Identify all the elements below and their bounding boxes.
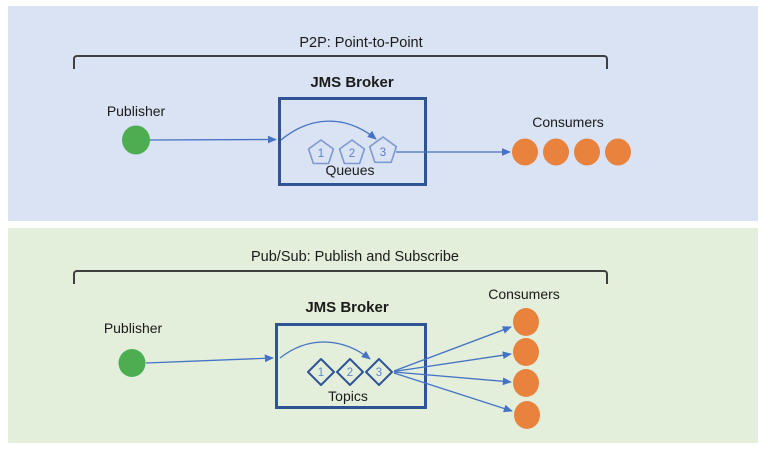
- topic-1-diamond: [307, 358, 335, 386]
- pubsub-publisher-circle: [118, 349, 146, 377]
- pubsub-internal-routing-arrow: [279, 341, 371, 360]
- pubsub-topics-label: Topics: [328, 388, 368, 404]
- pubsub-consumer-circle-1: [513, 308, 539, 336]
- p2p-publisher-to-broker-arrow: [149, 135, 277, 144]
- p2p-broker-box: [278, 97, 427, 186]
- queue-1-pentagon: [307, 139, 335, 165]
- pubsub-fanout-arrow-1: [393, 326, 512, 372]
- pubsub-consumer-circle-4: [514, 401, 540, 429]
- p2p-publisher-label: Publisher: [106, 103, 166, 119]
- queue-2-pentagon: [338, 139, 366, 165]
- pubsub-consumer-circle-3: [513, 369, 539, 397]
- pubsub-title: Pub/Sub: Publish and Subscribe: [251, 249, 459, 265]
- pubsub-scope-bracket: [73, 270, 608, 284]
- p2p-queues-label: Queues: [325, 162, 375, 178]
- topic-1-number: 1: [318, 367, 324, 379]
- pubsub-consumers-label: Consumers: [488, 286, 560, 302]
- topic-3-diamond: [365, 358, 393, 386]
- p2p-internal-routing-arrow: [280, 120, 377, 141]
- pubsub-publisher-to-broker-arrow: [145, 354, 274, 364]
- queue-3-pentagon: [368, 136, 398, 164]
- topic-3-number: 3: [376, 367, 382, 379]
- p2p-scope-bracket: [73, 55, 608, 69]
- topic-2-diamond: [336, 358, 364, 386]
- p2p-broker-title: JMS Broker: [310, 74, 394, 91]
- p2p-consumer-circle-1: [512, 138, 538, 166]
- p2p-consumer-circle-2: [543, 138, 569, 166]
- p2p-consumer-circle-4: [605, 138, 631, 166]
- pubsub-fanout-arrow-2: [393, 351, 512, 373]
- pubsub-broker-title: JMS Broker: [305, 299, 389, 316]
- queue-2-number: 2: [349, 148, 355, 160]
- p2p-consumer-circle-3: [574, 138, 600, 166]
- p2p-title: P2P: Point-to-Point: [299, 35, 423, 51]
- pubsub-fanout-arrow-3: [393, 371, 512, 386]
- pubsub-broker-box: [275, 323, 427, 409]
- pubsub-fanout-arrow-4: [393, 372, 513, 413]
- pubsub-publisher-label: Publisher: [103, 320, 163, 336]
- queue-1-number: 1: [318, 148, 324, 160]
- queue-3-number: 3: [380, 147, 386, 159]
- p2p-consumers-label: Consumers: [532, 114, 604, 130]
- pubsub-consumer-circle-2: [513, 338, 539, 366]
- p2p-publisher-circle: [122, 125, 150, 155]
- topic-2-number: 2: [347, 367, 353, 379]
